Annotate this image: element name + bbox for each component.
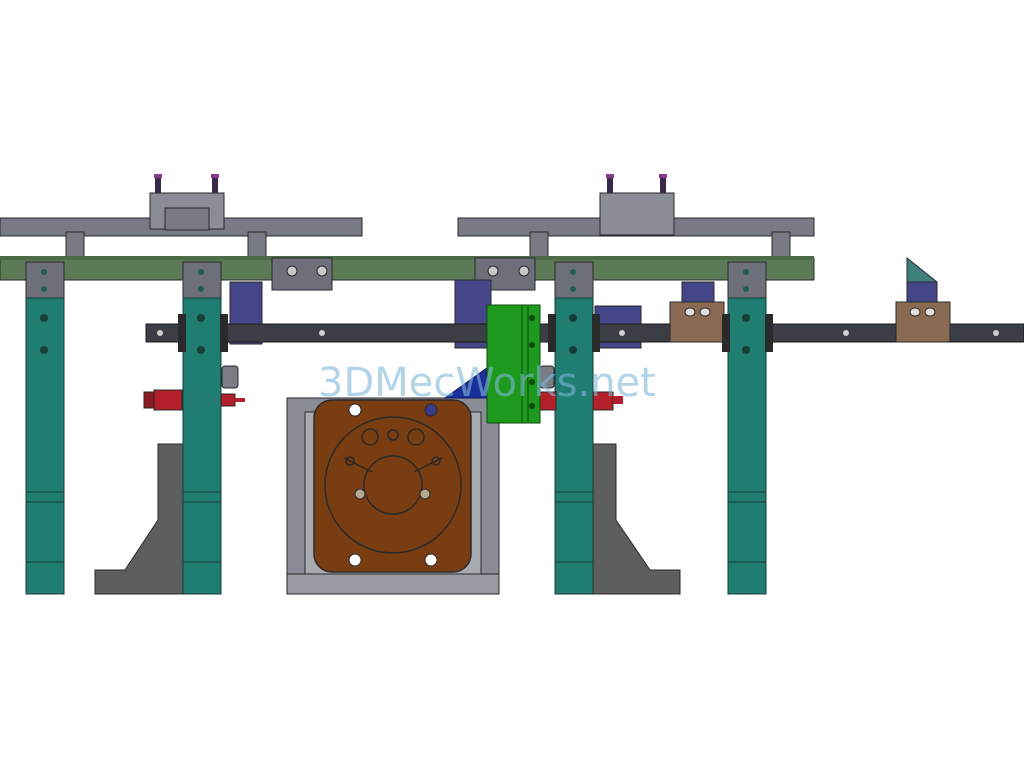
column-2	[182, 261, 222, 595]
brown-mounting-plate	[313, 399, 472, 573]
right-top-clamp	[599, 174, 675, 236]
right-base-support	[591, 443, 681, 595]
column-3	[554, 261, 594, 595]
red-valve-left	[143, 365, 245, 411]
column-1	[25, 261, 65, 595]
tan-clamp-far-right	[895, 256, 951, 343]
left-base-support	[94, 443, 185, 595]
bar-clamp-blocks	[271, 257, 536, 291]
left-top-clamp	[149, 174, 225, 231]
rail-carriages	[178, 314, 773, 352]
tan-clamp-center-right	[669, 281, 725, 343]
green-cross-bar	[0, 256, 815, 281]
green-cylinder-block	[486, 304, 541, 424]
column-4	[727, 261, 767, 595]
